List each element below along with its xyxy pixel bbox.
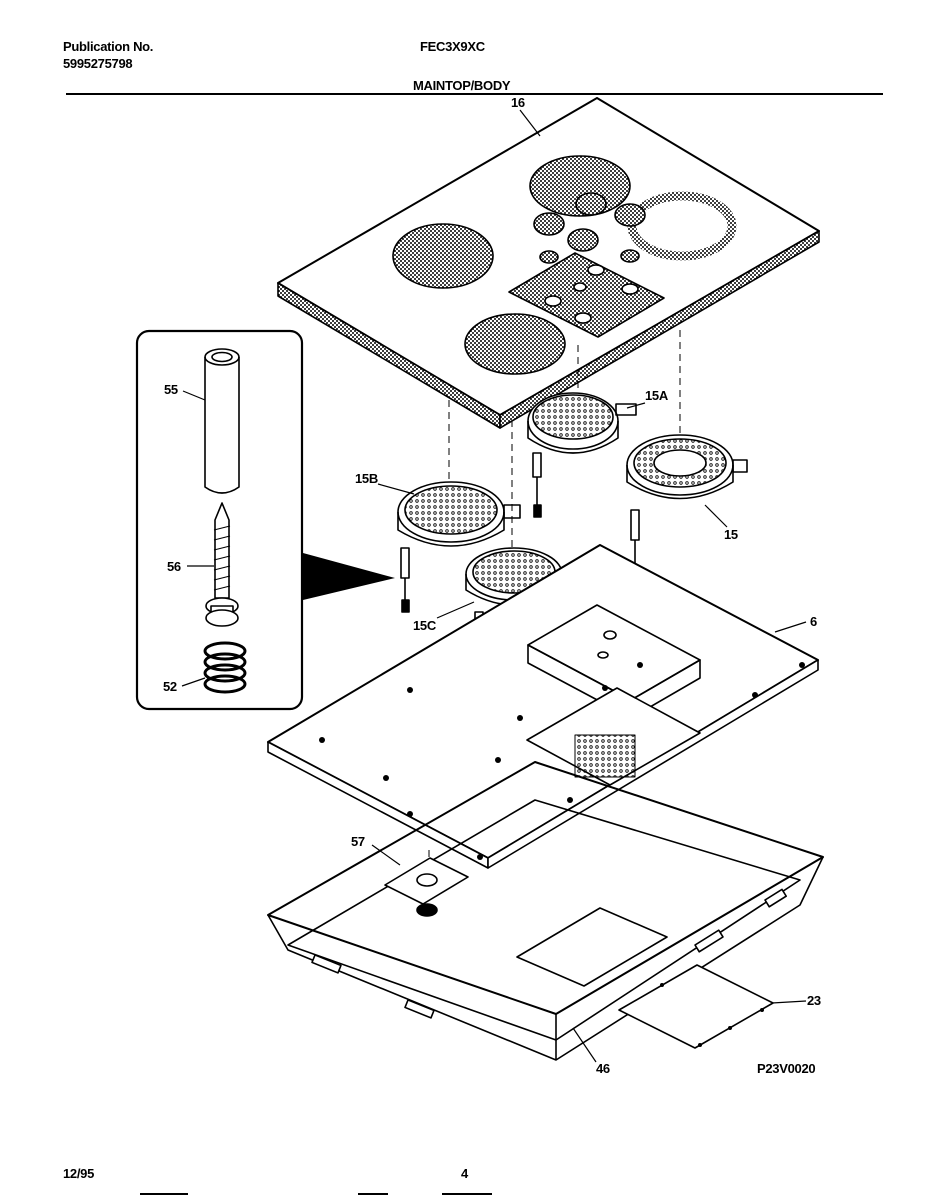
callout-15b: 15B (355, 471, 378, 486)
footer-mark-left (140, 1193, 188, 1195)
footer-mark-center (358, 1193, 388, 1195)
footer-mark-right (442, 1193, 492, 1195)
callout-55: 55 (164, 382, 178, 397)
callout-6: 6 (810, 614, 817, 629)
surface-element-15a (527, 392, 637, 518)
page-number: 4 (461, 1166, 468, 1181)
section-title: MAINTOP/BODY (413, 78, 511, 93)
callout-15: 15 (724, 527, 738, 542)
callout-16: 16 (511, 95, 525, 110)
detail-inset (135, 329, 304, 711)
inset-arrow (303, 553, 395, 600)
publication-label: Publication No. (63, 39, 154, 54)
access-cover (618, 964, 774, 1049)
footer-date: 12/95 (63, 1166, 95, 1181)
callout-15c: 15C (413, 618, 436, 633)
callout-15a: 15A (645, 388, 668, 403)
callout-56: 56 (167, 559, 181, 574)
publication-number: 5995275798 (63, 56, 133, 71)
body-frame (267, 761, 824, 1061)
surface-element-15 (626, 434, 748, 579)
callout-57: 57 (351, 834, 365, 849)
callout-46: 46 (596, 1061, 610, 1076)
callout-52: 52 (163, 679, 177, 694)
glass-cooktop (277, 97, 820, 429)
surface-element-15b (397, 481, 521, 613)
header-rule (66, 93, 883, 95)
diagram-code: P23V0020 (757, 1061, 816, 1076)
callout-23: 23 (807, 993, 821, 1008)
model-number: FEC3X9XC (420, 39, 485, 54)
element-support-plate (267, 544, 819, 869)
